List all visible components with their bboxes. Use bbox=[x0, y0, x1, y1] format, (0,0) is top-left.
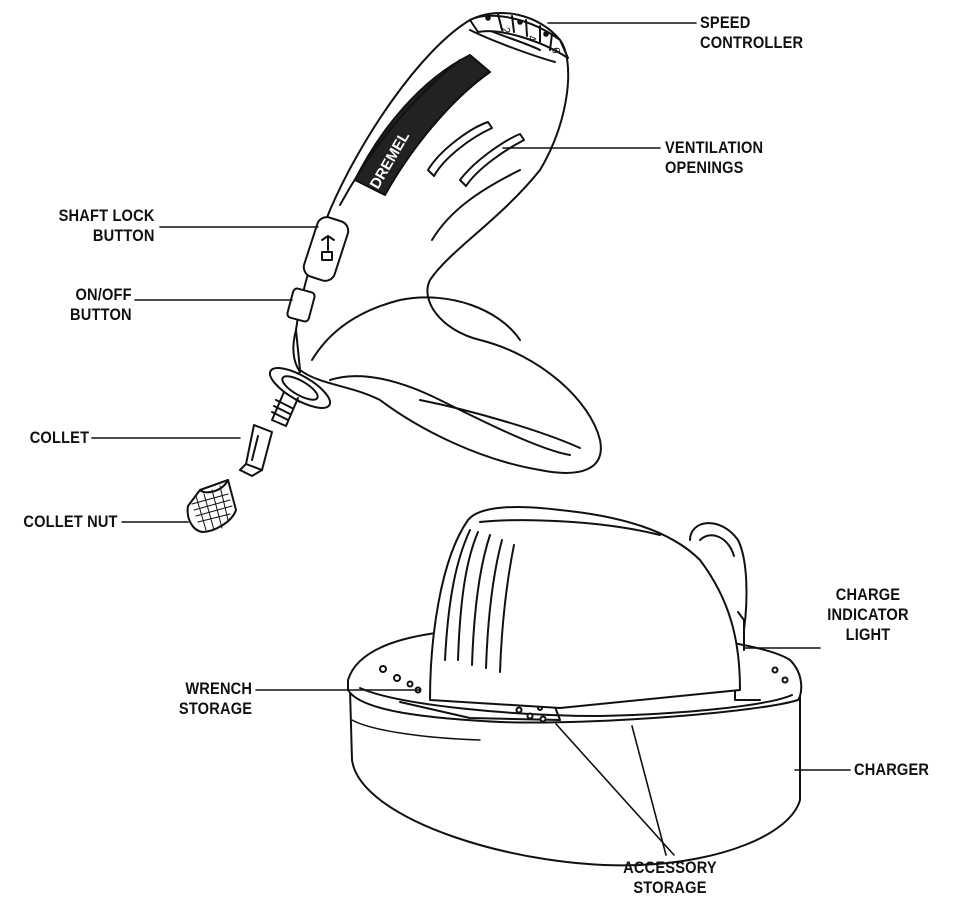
label-speed-controller: SPEED CONTROLLER bbox=[700, 13, 803, 53]
leader-lines bbox=[91, 22, 851, 856]
label-collet: COLLET bbox=[29, 428, 89, 448]
label-on-off-line-2: BUTTON bbox=[70, 305, 132, 324]
label-shaft-lock-button: SHAFT LOCK BUTTON bbox=[59, 206, 155, 246]
label-charge-indicator-light: CHARGE INDICATOR LIGHT bbox=[816, 585, 919, 645]
label-shaft-lock-line-1: SHAFT LOCK bbox=[59, 206, 155, 225]
tool-body bbox=[289, 12, 602, 474]
label-wrench-line-2: STORAGE bbox=[178, 699, 252, 718]
label-accessory-storage: ACCESSORY STORAGE bbox=[610, 858, 730, 898]
label-ventilation-line-1: VENTILATION bbox=[665, 138, 764, 157]
label-charge-line-3: LIGHT bbox=[845, 625, 891, 644]
shaft-lock-button bbox=[302, 216, 350, 282]
label-collet-nut-line-1: COLLET NUT bbox=[23, 512, 118, 531]
label-charge-line-2: INDICATOR bbox=[827, 605, 909, 624]
label-collet-line-1: COLLET bbox=[29, 428, 89, 447]
collet-nut-part bbox=[186, 479, 237, 533]
label-collet-nut: COLLET NUT bbox=[24, 512, 118, 532]
speed-dial bbox=[469, 13, 569, 59]
label-wrench-storage: WRENCH STORAGE bbox=[179, 679, 252, 719]
label-charge-line-1: CHARGE bbox=[835, 585, 901, 604]
label-speed-controller-line-2: CONTROLLER bbox=[700, 33, 804, 52]
label-on-off-line-1: ON/OFF bbox=[75, 285, 132, 304]
label-accessory-line-1: ACCESSORY bbox=[623, 858, 717, 877]
label-ventilation-openings: VENTILATION OPENINGS bbox=[665, 138, 763, 178]
label-accessory-line-2: STORAGE bbox=[633, 878, 707, 897]
on-off-button bbox=[286, 287, 316, 323]
label-speed-controller-line-1: SPEED bbox=[700, 13, 751, 32]
label-on-off-button: ON/OFF BUTTON bbox=[70, 285, 132, 325]
dial-mark-2: 2 bbox=[499, 26, 512, 34]
collet-part bbox=[239, 424, 273, 477]
label-shaft-lock-line-2: BUTTON bbox=[93, 226, 155, 245]
label-wrench-line-1: WRENCH bbox=[185, 679, 252, 698]
label-charger-line-1: CHARGER bbox=[854, 760, 930, 779]
tool-nose bbox=[268, 367, 332, 427]
label-ventilation-line-2: OPENINGS bbox=[665, 158, 744, 177]
dial-mark-4: 4 bbox=[525, 34, 538, 42]
charger-cradle bbox=[429, 506, 748, 709]
ventilation-slots bbox=[427, 121, 525, 187]
dial-mark-6: 6 bbox=[549, 46, 562, 54]
label-charger: CHARGER bbox=[854, 760, 929, 780]
